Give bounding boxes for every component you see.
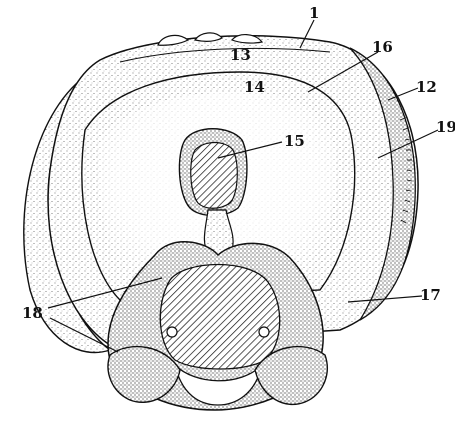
left-notch	[167, 327, 177, 337]
label-16: 16	[372, 38, 393, 56]
upper-foramen	[191, 143, 238, 209]
label-12: 12	[416, 78, 437, 96]
label-13: 13	[230, 46, 251, 64]
label-18: 18	[22, 304, 43, 322]
label-17: 17	[420, 286, 441, 304]
label-1: 1	[309, 4, 319, 22]
label-14: 14	[244, 78, 265, 96]
label-15: 15	[284, 132, 305, 150]
lower-foramen	[160, 265, 279, 370]
label-19: 19	[436, 118, 455, 136]
right-notch	[259, 327, 269, 337]
